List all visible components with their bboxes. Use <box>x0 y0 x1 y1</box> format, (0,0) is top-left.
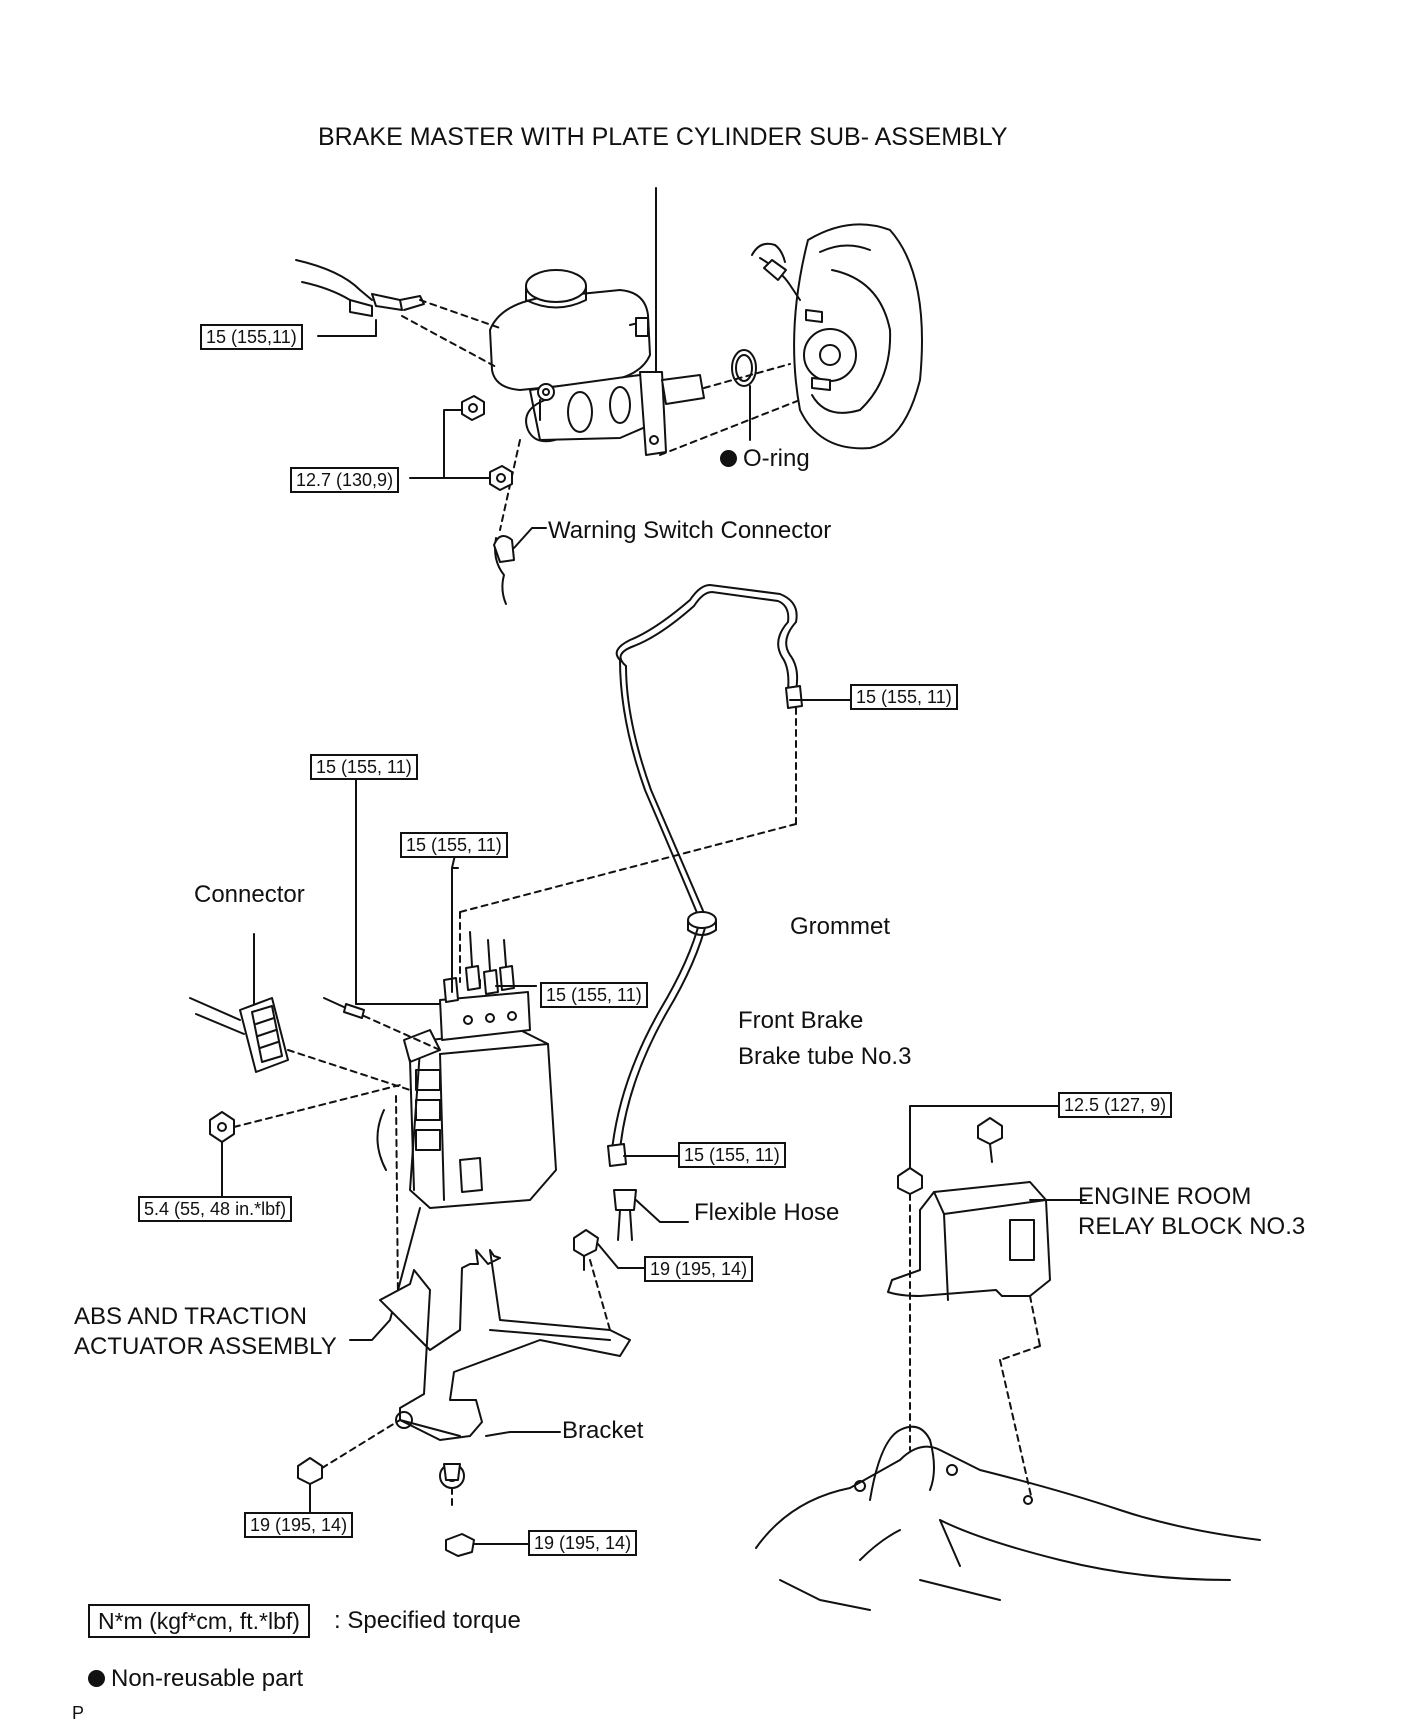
connector-label: Connector <box>194 881 305 908</box>
legend-torque-unit: N*m (kgf*cm, ft.*lbf) <box>88 1604 310 1638</box>
flexible-hose <box>613 1189 689 1241</box>
front-brake-label-line2: Brake tube No.3 <box>738 1043 912 1070</box>
warning-switch-connector-label: Warning Switch Connector <box>548 517 832 544</box>
abs-leader <box>349 1207 421 1341</box>
torque-abs-top: 15 (155, 11) <box>400 832 508 858</box>
legend-nonreusable: Non-reusable part <box>88 1664 303 1694</box>
flexible-hose-label: Flexible Hose <box>694 1199 840 1226</box>
abs-actuator <box>323 769 557 1209</box>
torque-relay-bolt: 12.5 (127, 9) <box>1058 1092 1173 1118</box>
vehicle-body-panel <box>755 1425 1261 1611</box>
relay-block-label-line1: ENGINE ROOM <box>1078 1183 1252 1210</box>
legend-torque-desc: : Specified torque <box>334 1607 521 1634</box>
brake-booster <box>751 223 923 450</box>
abs-actuator-label-line2: ACTUATOR ASSEMBLY <box>74 1333 337 1360</box>
diagram-title: BRAKE MASTER WITH PLATE CYLINDER SUB- AS… <box>318 123 1008 151</box>
torque-master-tube: 15 (155,11) <box>200 324 303 350</box>
footer-mark: P <box>72 1703 85 1723</box>
torque-tube-lower: 15 (155, 11) <box>678 1142 786 1168</box>
torque-abs-left: 15 (155, 11) <box>310 754 418 780</box>
torque-bracket-bolt-right: 19 (195, 14) <box>644 1256 754 1282</box>
abs-actuator-label-line1: ABS AND TRACTION <box>74 1303 307 1330</box>
legend-dot-icon <box>88 1670 105 1687</box>
engine-room-relay-block <box>887 1105 1087 1501</box>
grommet-label: Grommet <box>790 913 891 940</box>
torque-tube-upper: 15 (155, 11) <box>850 684 958 710</box>
torque-master-nut: 12.7 (130,9) <box>290 467 400 493</box>
brake-master-cylinder <box>295 187 811 605</box>
bracket <box>297 1229 647 1557</box>
front-brake-label-line1: Front Brake <box>738 1007 864 1034</box>
torque-bracket-bolt-left: 19 (195, 14) <box>244 1512 354 1538</box>
master-nut-upper <box>461 395 485 421</box>
torque-abs-right: 15 (155, 11) <box>540 982 648 1008</box>
brake-tube-no3 <box>459 584 853 1241</box>
torque-bracket-nut: 19 (195, 14) <box>528 1530 638 1556</box>
non-reusable-dot-icon <box>720 450 737 467</box>
torque-abs-bolt: 5.4 (55, 48 in.*lbf) <box>138 1196 293 1222</box>
o-ring-label: O-ring <box>720 444 810 474</box>
o-ring <box>731 349 757 387</box>
connector <box>189 933 411 1091</box>
relay-block-label-line2: RELAY BLOCK NO.3 <box>1078 1213 1306 1240</box>
bracket-label: Bracket <box>562 1417 644 1444</box>
master-nut-lower <box>489 465 513 491</box>
abs-mount-bolt <box>209 1083 405 1301</box>
grommet <box>687 911 717 936</box>
